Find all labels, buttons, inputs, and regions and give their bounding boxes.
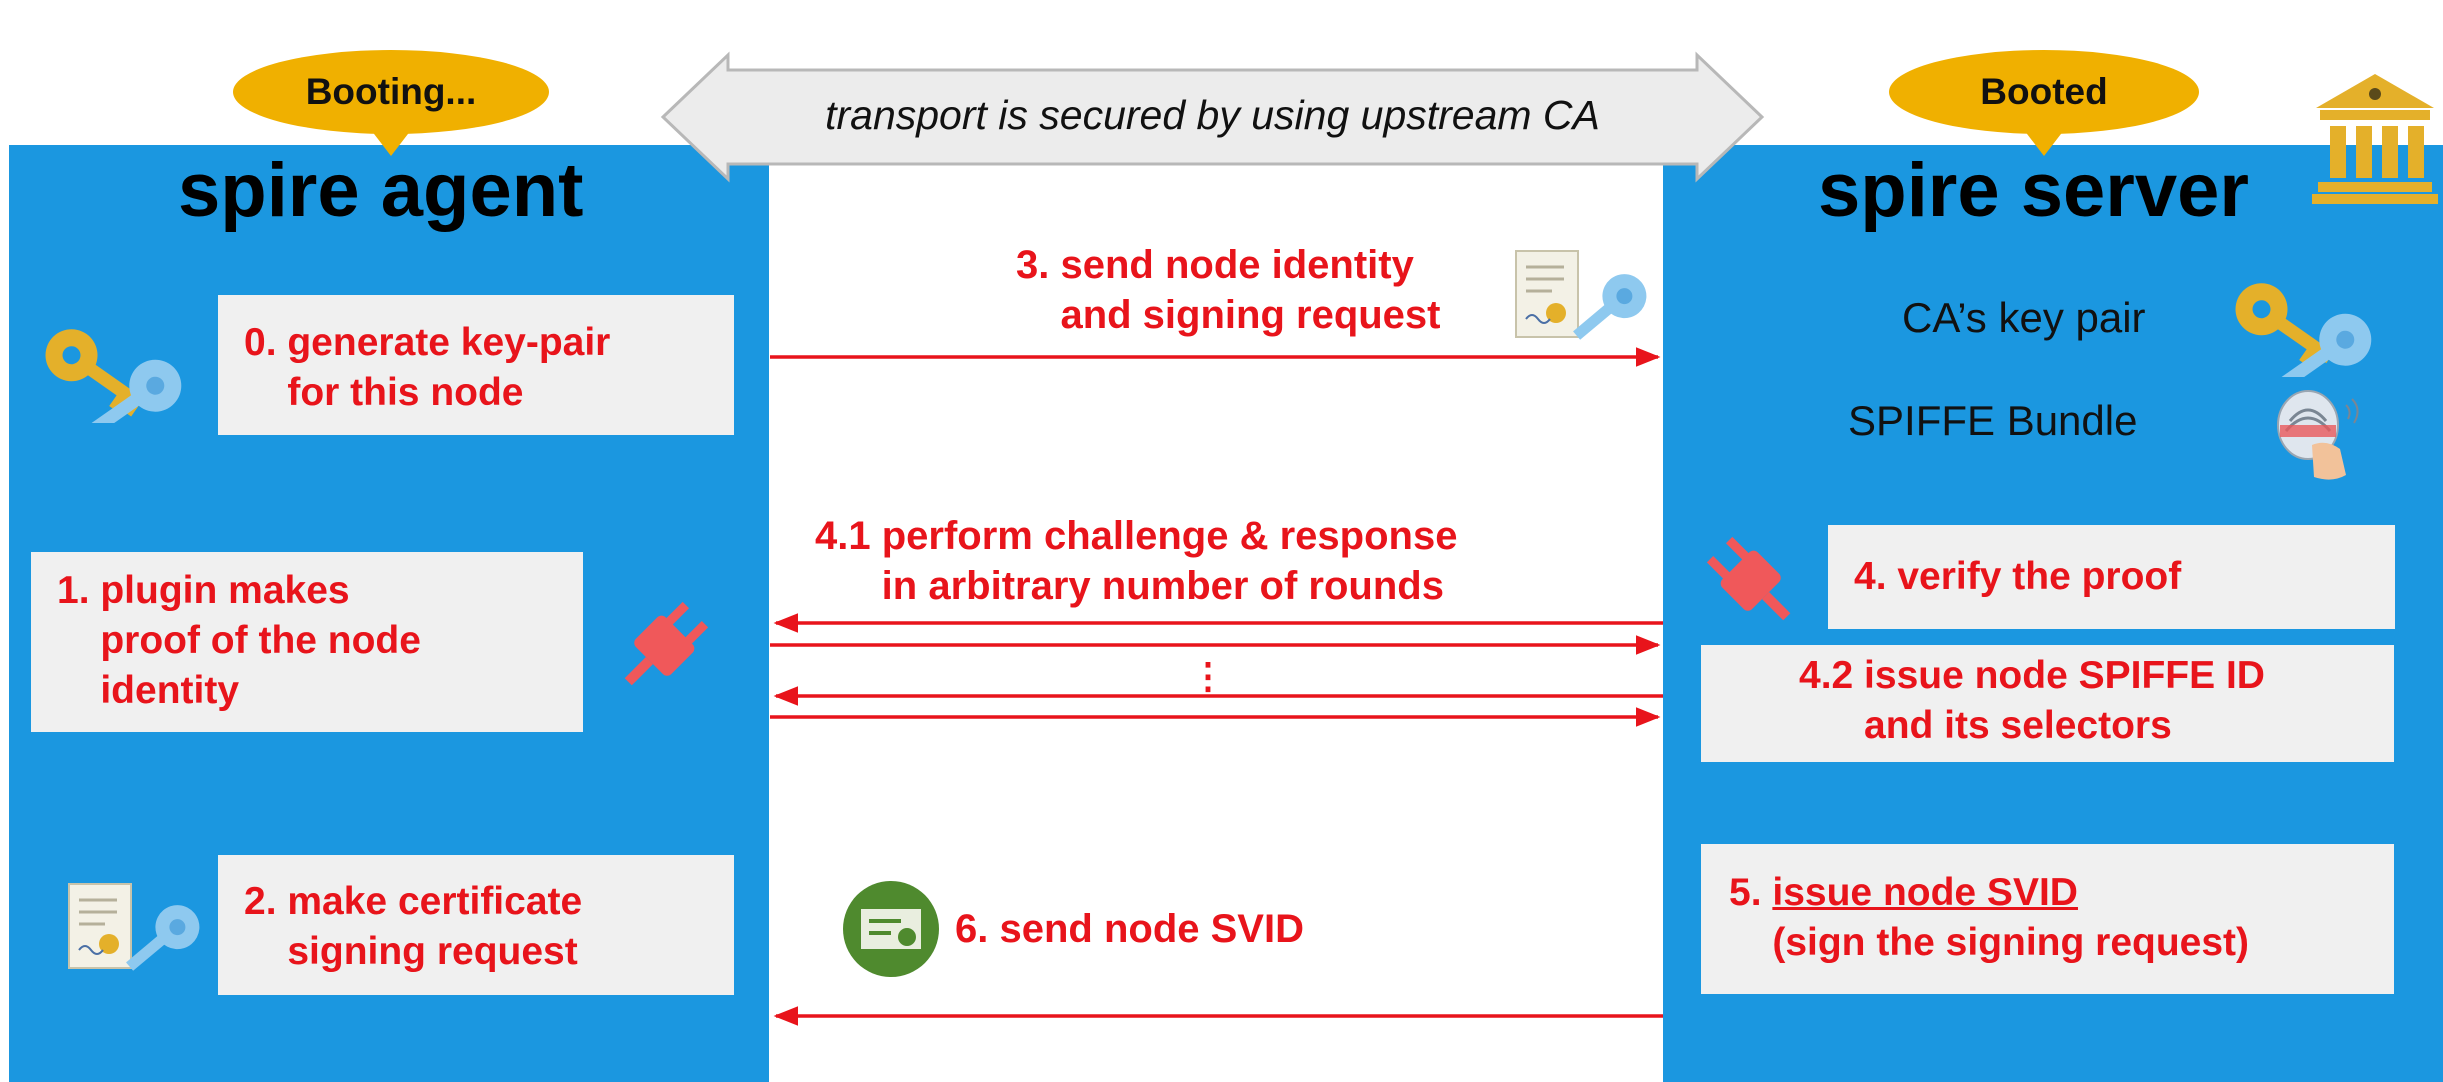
agent-status-label: Booting... xyxy=(305,71,477,112)
msg-send-node-svid: 6. send node SVID xyxy=(955,907,1304,951)
plug-icon xyxy=(1706,536,1791,621)
msg-rounds-ellipsis: ⋮ xyxy=(1190,655,1226,696)
step-5-rest: (sign the signing request) xyxy=(1772,921,2250,964)
step-generate-key-pair: 0. generate key-pair for this node xyxy=(218,295,734,435)
step-make-csr: 2. make certificate signing request xyxy=(218,855,734,995)
step-issue-node-svid: 5. issue node SVID (sign the signing req… xyxy=(1701,844,2394,994)
spiffe-bundle-label: SPIFFE Bundle xyxy=(1848,397,2138,444)
plug-icon xyxy=(624,601,709,686)
step-verify-proof: 4. verify the proof xyxy=(1828,525,2395,629)
step-5-prefix: 5. xyxy=(1729,871,1773,914)
certificate-key-icon xyxy=(1515,250,1647,340)
agent-status-badge: Booting... xyxy=(233,50,549,156)
certificate-key-icon xyxy=(68,883,200,971)
msg-send-node-identity: 3. send node identity and signing reques… xyxy=(1016,243,1441,337)
msg-challenge-response: 4.1 perform challenge & response in arbi… xyxy=(815,514,1458,608)
transport-banner-text: transport is secured by using upstream C… xyxy=(825,92,1600,138)
step-5-underlined: issue node SVID xyxy=(1772,871,2078,914)
server-status-badge: Booted xyxy=(1889,50,2199,156)
fingerprint-hand-icon xyxy=(2277,390,2359,480)
server-status-label: Booted xyxy=(1980,71,2108,112)
step-issue-spiffe-id: 4.2 issue node SPIFFE ID and its selecto… xyxy=(1701,645,2394,762)
svid-certificate-icon xyxy=(843,881,939,977)
ca-key-pair-label: CA’s key pair xyxy=(1902,294,2146,341)
bank-icon xyxy=(2312,74,2438,204)
key-pair-icon xyxy=(45,329,182,423)
agent-title: spire agent xyxy=(178,148,584,233)
key-pair-icon xyxy=(2235,283,2372,377)
step-plugin-proof: 1. plugin makes proof of the node identi… xyxy=(31,552,583,732)
server-title: spire server xyxy=(1818,148,2249,233)
